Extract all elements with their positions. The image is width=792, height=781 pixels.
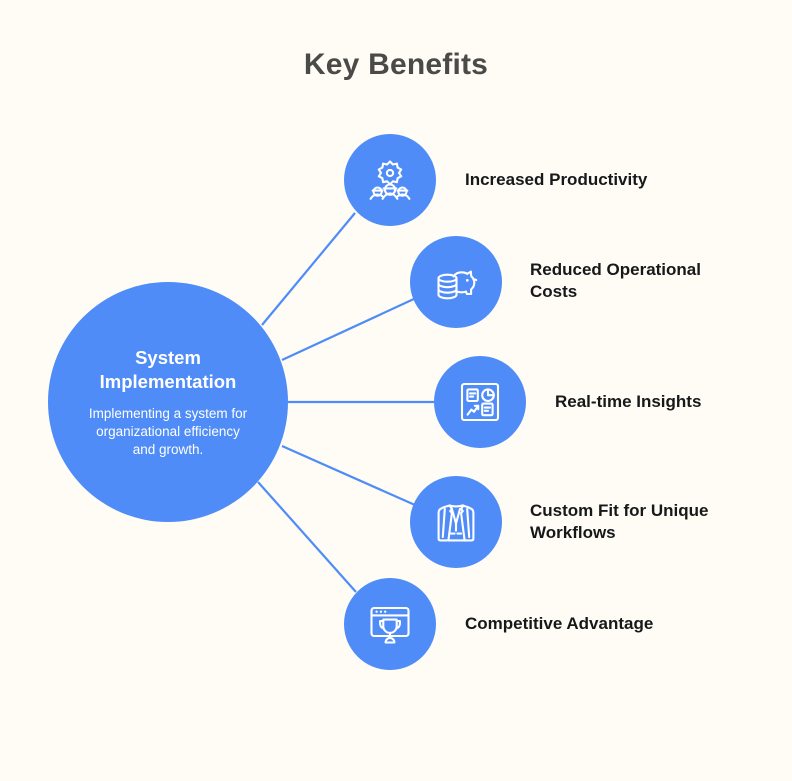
node-label-increased-productivity: Increased Productivity	[465, 170, 648, 189]
node-competitive-advantage[interactable]	[344, 578, 436, 670]
node-reduced-operational-costs[interactable]	[410, 236, 502, 328]
connector-line-2	[281, 297, 417, 361]
node-label-reduced-operational-costs: Reduced Operational Costs	[530, 260, 701, 301]
node-label-custom-fit-for-unique-workflows: Custom Fit for Unique Workflows	[530, 501, 709, 542]
piggy-bank-coins-icon	[431, 257, 481, 307]
connector-line-4	[281, 444, 416, 507]
node-label-competitive-advantage: Competitive Advantage	[465, 614, 654, 633]
connector-line-1	[261, 212, 356, 326]
central-node-system-implementation[interactable]: System Implementation Implementing a sys…	[48, 282, 288, 522]
node-custom-fit-for-unique-workflows[interactable]	[410, 476, 502, 568]
node-real-time-insights[interactable]	[434, 356, 526, 448]
page-title: Key Benefits	[303, 48, 489, 81]
gear-people-icon	[365, 155, 415, 205]
central-node-description: Implementing a system for organizational…	[88, 405, 248, 457]
suit-jacket-icon	[431, 497, 481, 547]
connector-line-5	[257, 481, 357, 593]
node-label-real-time-insights: Real-time Insights	[555, 392, 702, 411]
node-increased-productivity[interactable]	[344, 134, 436, 226]
dashboard-charts-icon	[455, 377, 505, 427]
central-node-title: System Implementation	[99, 346, 237, 392]
browser-trophy-icon	[365, 599, 415, 649]
